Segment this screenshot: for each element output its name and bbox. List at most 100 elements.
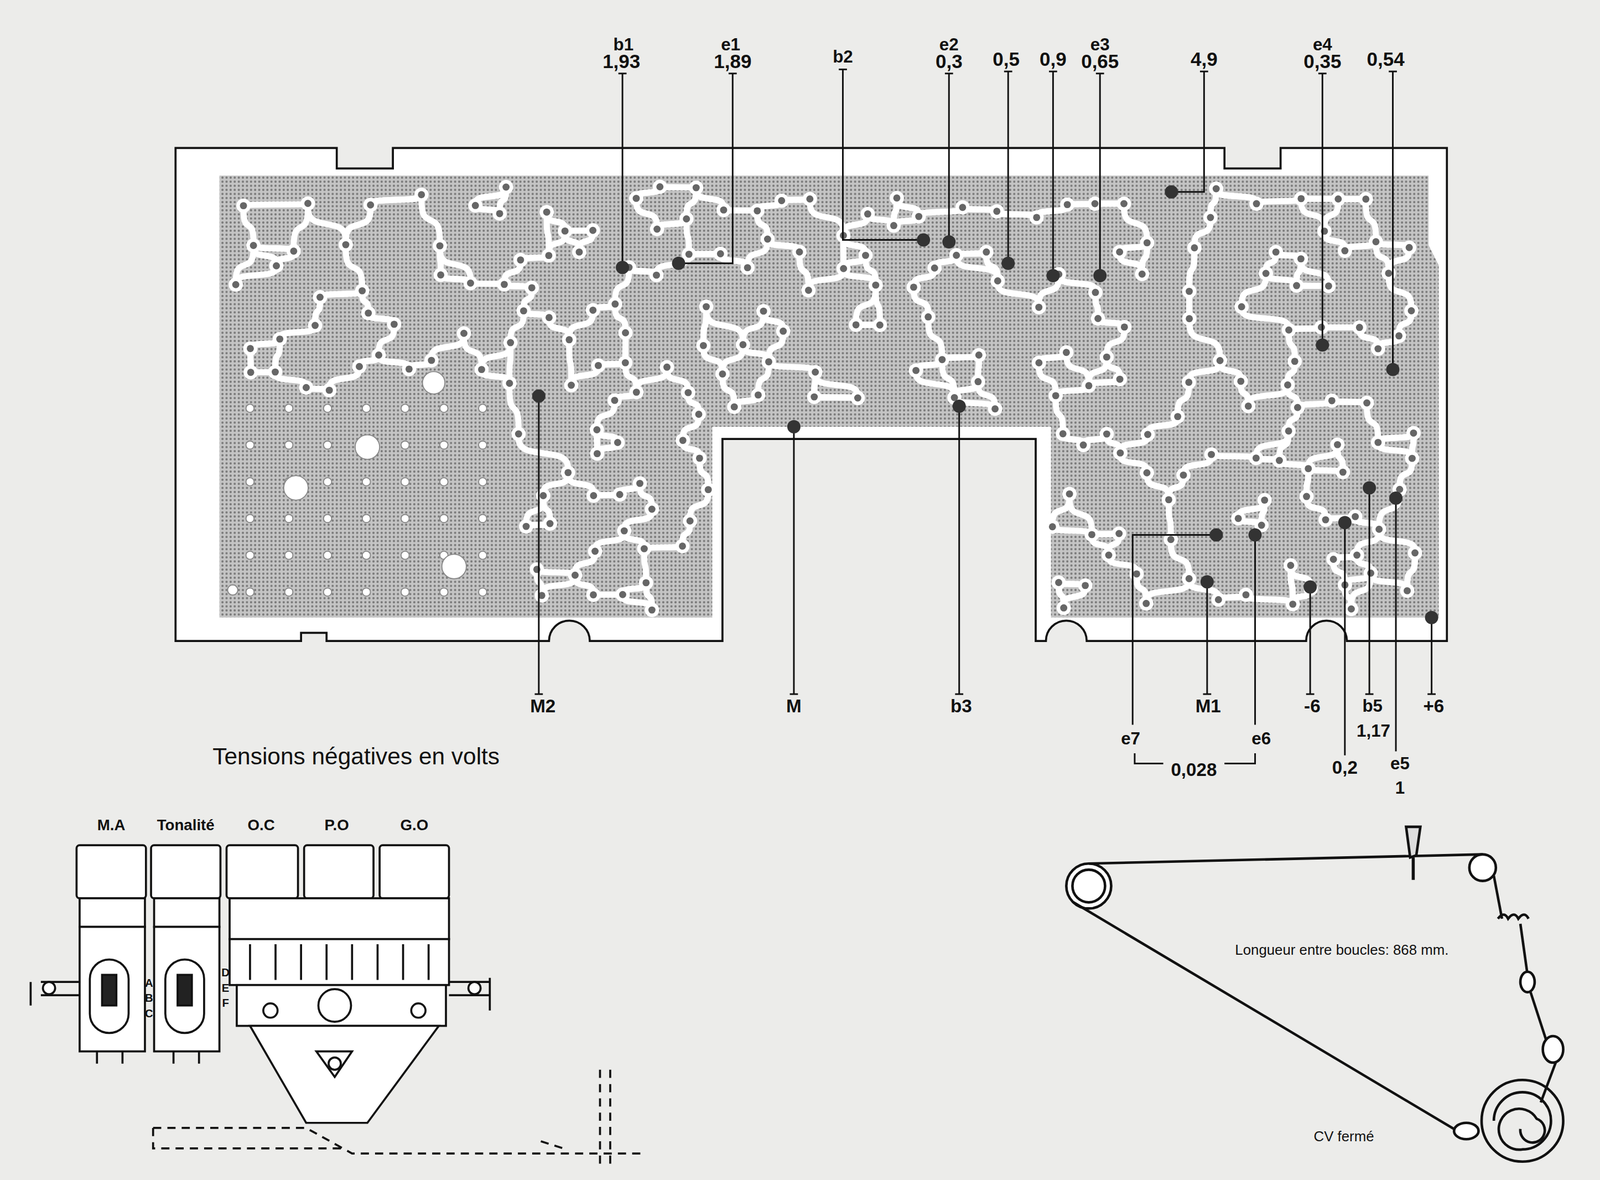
pad-hole — [1297, 255, 1305, 263]
solder-pad — [1099, 349, 1114, 365]
leader-line — [958, 406, 960, 694]
solder-pad — [1349, 547, 1365, 563]
dashed-linkage — [153, 1069, 643, 1164]
solder-pad — [934, 352, 950, 367]
voltage-label: e7 — [1120, 730, 1141, 748]
pad-hole — [1347, 605, 1355, 613]
pad-hole — [342, 241, 350, 249]
solder-pad — [1045, 519, 1060, 534]
pad-hole — [1409, 429, 1417, 437]
pad-hole — [545, 313, 553, 321]
mounting-hole — [439, 587, 449, 596]
solder-pad — [1139, 235, 1155, 251]
mounting-hole — [323, 587, 332, 596]
pad-hole — [1185, 574, 1193, 583]
solder-pad — [616, 523, 632, 538]
circuit-board — [175, 147, 1447, 641]
solder-pad — [1372, 521, 1387, 537]
solder-pad — [562, 332, 577, 347]
pad-hole — [1165, 495, 1173, 503]
pad-hole — [695, 454, 704, 462]
solder-pad — [608, 296, 623, 311]
copper-trace — [370, 194, 422, 205]
voltage-label: D — [221, 967, 230, 979]
leader-line — [537, 396, 540, 695]
solder-pad — [1368, 234, 1384, 249]
pad-hole — [1367, 569, 1375, 577]
leader-tick — [1388, 70, 1397, 73]
pad-hole — [632, 388, 641, 396]
solder-pad — [308, 318, 323, 333]
solder-pad — [572, 244, 587, 259]
pad-hole — [839, 265, 848, 273]
pad-hole — [717, 250, 725, 258]
solder-pad — [560, 465, 576, 480]
pad-hole — [699, 341, 708, 350]
pad-hole — [276, 335, 284, 343]
voltage-label: P.O — [324, 816, 350, 833]
pad-hole — [355, 362, 363, 371]
pad-hole — [1333, 440, 1342, 449]
solder-pad — [1318, 512, 1333, 527]
test-point — [1315, 338, 1329, 352]
solder-pad — [1238, 587, 1254, 602]
voltage-label: 1,93 — [602, 51, 641, 71]
solder-pad — [927, 260, 942, 275]
pad-hole — [642, 578, 650, 586]
pad-hole — [648, 606, 656, 614]
pad-hole — [1032, 213, 1041, 221]
pad-hole — [1408, 307, 1416, 315]
pad-hole — [1094, 314, 1102, 322]
solder-pad — [542, 516, 558, 531]
pad-hole — [1286, 561, 1295, 569]
solder-pad — [802, 191, 818, 207]
pad-hole — [1185, 314, 1193, 322]
mounting-hole — [323, 440, 332, 450]
leader-tick — [1095, 72, 1105, 75]
leader-tick — [1200, 70, 1209, 73]
board-traces — [227, 179, 1422, 617]
solder-pad — [1359, 395, 1375, 410]
pad-hole — [1190, 243, 1198, 252]
pad-hole — [611, 396, 619, 404]
pad-hole — [1285, 326, 1293, 334]
solder-pad — [541, 248, 557, 263]
pad-hole — [1325, 282, 1333, 290]
pad-hole — [565, 335, 573, 344]
pad-hole — [1167, 535, 1175, 543]
solder-pad — [502, 376, 517, 391]
pad-hole — [1258, 521, 1266, 529]
leader-tick — [618, 72, 627, 75]
voltage-label: B — [144, 992, 154, 1004]
pad-hole — [648, 505, 656, 513]
solder-pad — [1230, 511, 1246, 526]
pad-hole — [543, 208, 551, 216]
solder-pad — [516, 303, 532, 319]
solder-pad — [644, 602, 659, 617]
solder-pad — [681, 246, 696, 262]
leader-tick — [790, 693, 799, 695]
pad-hole — [652, 271, 661, 279]
solder-pad — [807, 389, 822, 404]
pad-hole — [796, 248, 804, 256]
pad-hole — [1384, 269, 1392, 277]
pad-hole — [806, 195, 814, 203]
leader-line — [1171, 71, 1204, 192]
pad-hole — [1353, 551, 1361, 559]
solder-pad — [243, 365, 258, 380]
pad-hole — [994, 277, 1002, 285]
pad-hole — [861, 251, 870, 259]
pad-hole — [506, 339, 514, 347]
solder-pad — [414, 187, 429, 202]
solder-pad — [401, 361, 417, 377]
solder-pad — [1294, 251, 1309, 267]
solder-pad — [1404, 450, 1420, 466]
solder-pad — [1058, 345, 1074, 360]
solder-pad — [679, 211, 694, 227]
pad-hole — [974, 377, 982, 386]
solder-pad — [675, 538, 690, 554]
leader-line — [1007, 71, 1010, 264]
pad-hole — [1088, 530, 1096, 538]
voltage-label: 0,2 — [1332, 757, 1358, 777]
test-point — [1200, 574, 1214, 589]
